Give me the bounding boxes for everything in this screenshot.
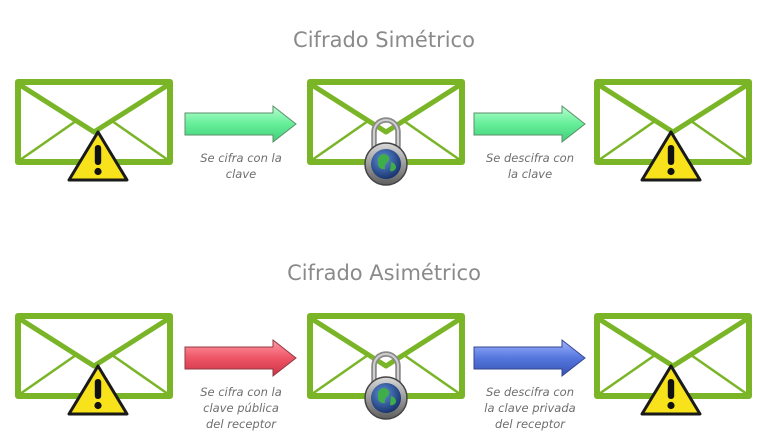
plain-message-envelope-icon xyxy=(14,312,174,416)
decrypt-arrow-icon xyxy=(473,104,586,144)
private-key-decrypt-caption: Se descifra con la clave privada del rec… xyxy=(484,385,576,431)
symmetric-flow: Se cifra con la clave Se descifra con la… xyxy=(0,78,768,188)
encrypt-step-caption: Se cifra con la clave xyxy=(200,151,282,181)
asymmetric-encryption-title: Cifrado Asimétrico xyxy=(287,261,481,285)
decrypted-message-envelope-icon xyxy=(593,78,753,182)
encrypted-message-envelope-icon xyxy=(306,78,466,190)
asymmetric-flow: Se cifra con la clave pública del recept… xyxy=(0,312,768,431)
plain-message-envelope-icon xyxy=(14,78,174,182)
decrypted-message-envelope-icon xyxy=(593,312,753,416)
public-key-encrypt-arrow-icon xyxy=(184,338,297,378)
encrypt-arrow-icon xyxy=(184,104,297,144)
private-key-decrypt-arrow-icon xyxy=(473,338,586,378)
decrypt-step-caption: Se descifra con la clave xyxy=(485,151,575,181)
symmetric-encryption-title: Cifrado Simétrico xyxy=(293,28,475,52)
public-key-encrypt-caption: Se cifra con la clave pública del recept… xyxy=(200,385,282,431)
encrypted-message-envelope-icon xyxy=(306,312,466,424)
